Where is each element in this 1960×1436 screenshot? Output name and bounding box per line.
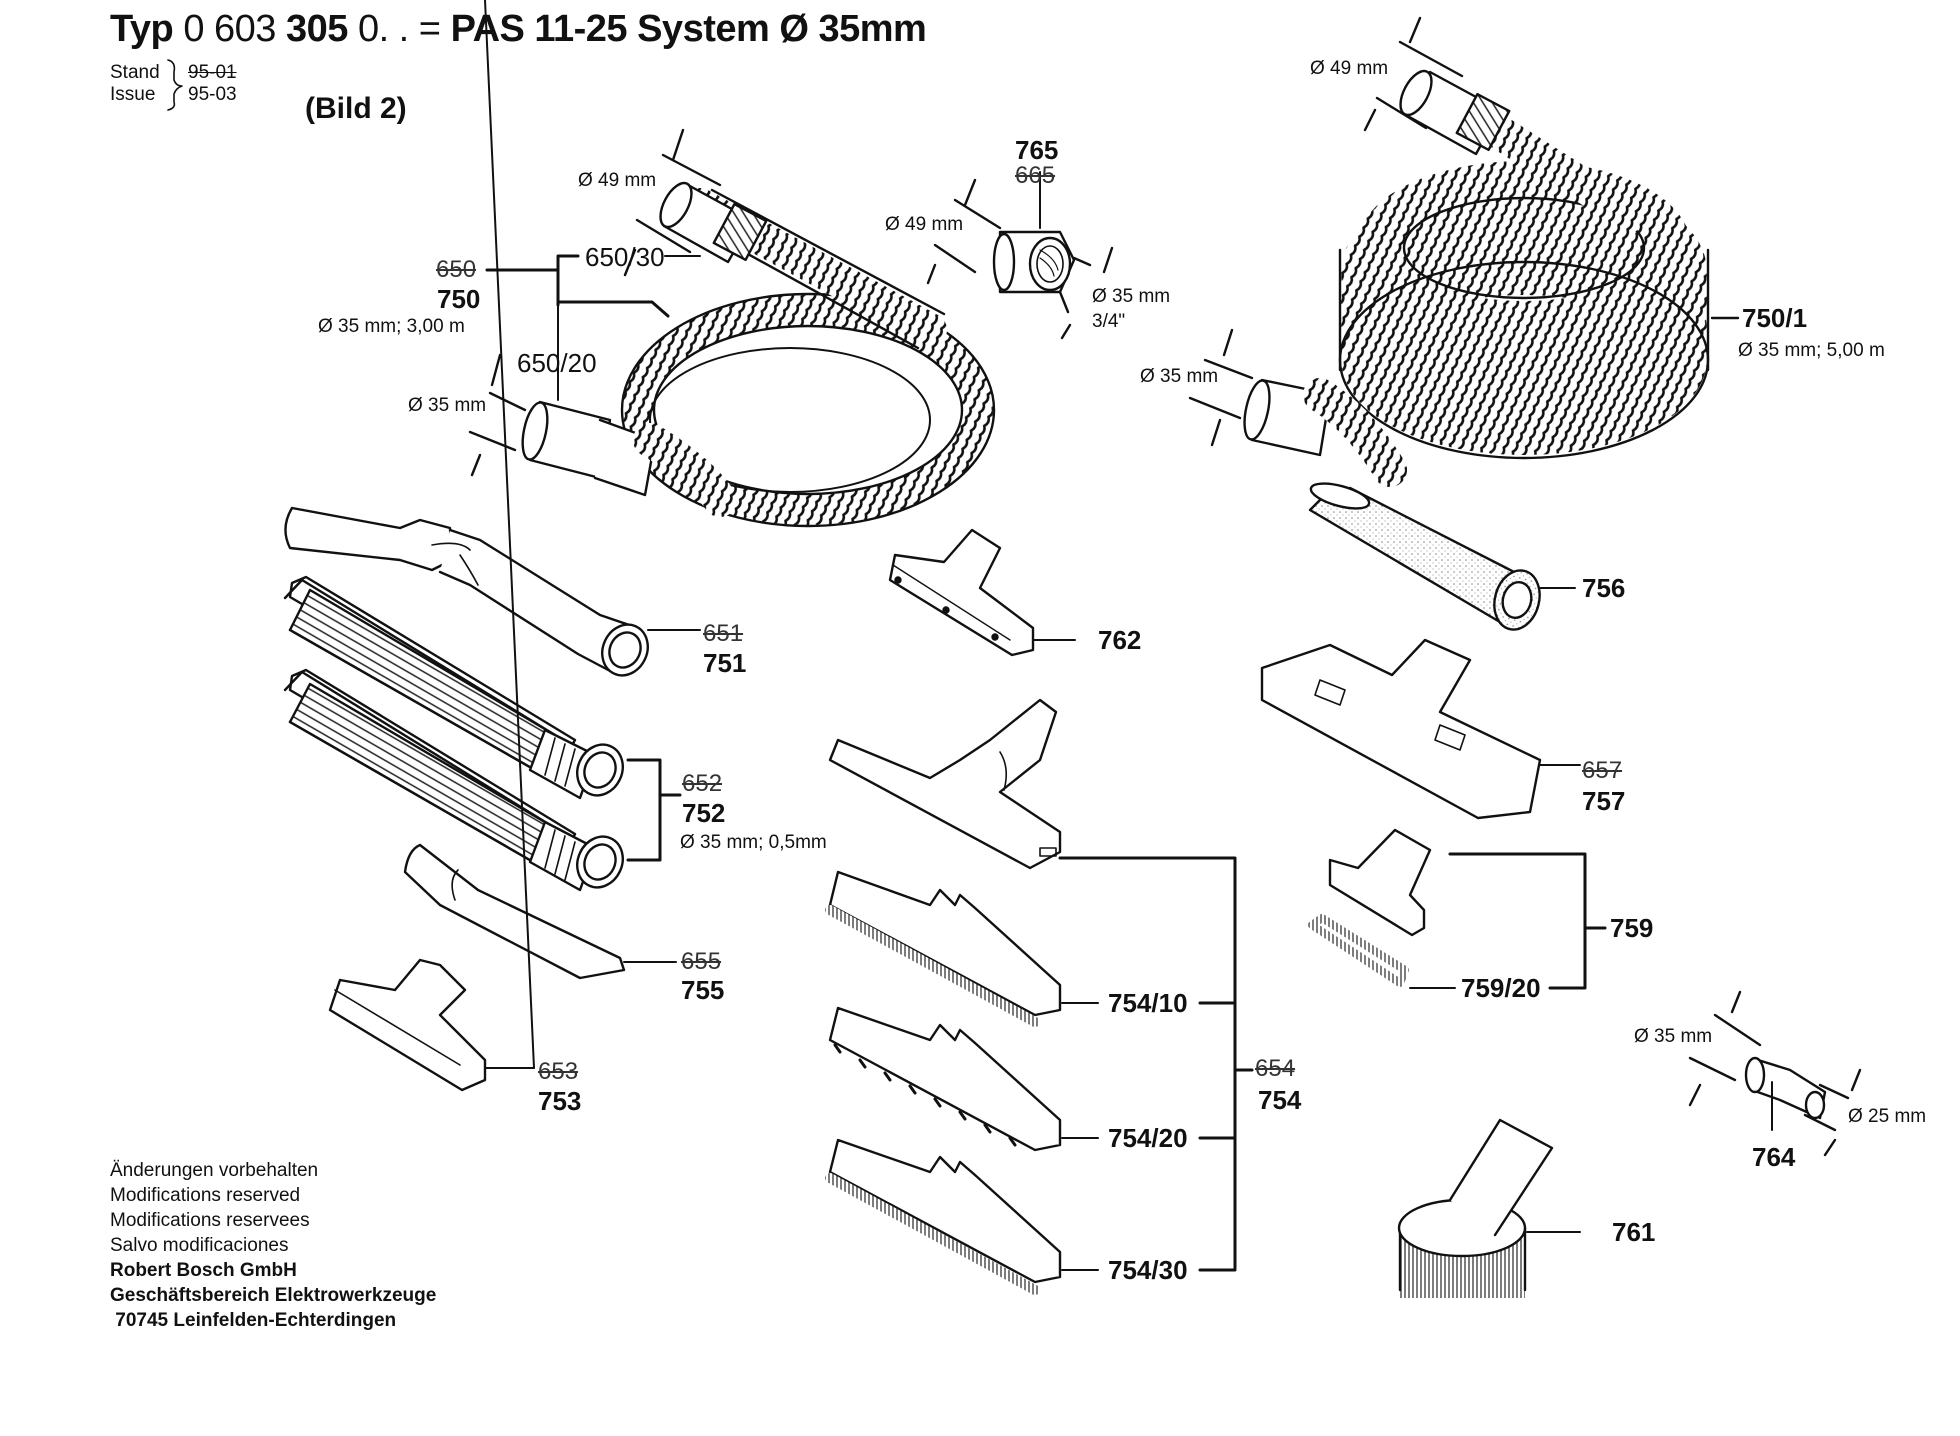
title-number-part1: 0 603 (183, 8, 276, 50)
part-754-old-number: 654 (1255, 1055, 1296, 1082)
part-759-20-number: 759/20 (1461, 973, 1541, 1003)
stand-old-date: 95-01 (188, 62, 237, 83)
crevice-nozzle-755-drawing (403, 843, 677, 980)
part-750-spec: Ø 35 mm; 3,00 m (318, 316, 465, 337)
part-756-number: 756 (1582, 573, 1626, 603)
part-752-spec: Ø 35 mm; 0,5mm (680, 832, 827, 853)
part-750-bottom-dim: Ø 35 mm (408, 395, 487, 416)
part-750-1-number: 750/1 (1742, 303, 1808, 333)
part-765-number: 765 (1015, 135, 1059, 165)
title-number-part2: 305 (285, 8, 348, 50)
footer-line-fr: Modifications reservees (110, 1210, 310, 1231)
part-754-10-number: 754/10 (1108, 988, 1188, 1018)
part-755-old-number: 655 (681, 948, 722, 975)
part-755-number: 755 (681, 975, 725, 1005)
title-typ: Typ (110, 8, 174, 50)
filter-tube-756-drawing (1308, 482, 1576, 631)
footer-division: Geschäftsbereich Elektrowerkzeuge (110, 1285, 437, 1306)
part-650-30-number: 650/30 (585, 242, 665, 272)
stand-label: Stand (110, 62, 160, 83)
part-750-1-bottom-dim: Ø 35 mm (1140, 366, 1219, 387)
footer-company: Robert Bosch GmbH (110, 1260, 297, 1281)
nozzle-762-drawing (888, 528, 1076, 657)
extension-tubes-752-drawing (283, 575, 682, 892)
part-750-1-spec: Ø 35 mm; 5,00 m (1738, 340, 1885, 361)
part-750-old-number: 650 (436, 256, 477, 283)
part-754-30-number: 754/30 (1108, 1255, 1188, 1285)
part-753-number: 753 (538, 1086, 582, 1116)
part-765-dim-large: Ø 49 mm (885, 214, 964, 235)
floor-nozzle-variant-754-20-drawing (828, 1006, 1237, 1152)
footer-address: 70745 Leinfelden-Echterdingen (110, 1310, 397, 1331)
part-650-20-number: 650/20 (517, 348, 597, 378)
footer-line-de: Änderungen vorbehalten (110, 1160, 319, 1181)
footer-line-es: Salvo modificaciones (110, 1235, 289, 1256)
part-750-top-dim: Ø 49 mm (578, 170, 657, 191)
floor-nozzle-754-drawing (828, 698, 1254, 1270)
floor-nozzle-variant-754-10-drawing (825, 870, 1237, 1027)
title-suffix: 0. . = (357, 8, 441, 50)
reducer-764-drawing (1688, 990, 1862, 1157)
part-753-old-number: 653 (538, 1058, 579, 1085)
upholstery-nozzle-753-drawing (328, 0, 535, 1092)
page-title: Typ 0 603 305 0. . = PAS 11-25 System Ø … (110, 8, 927, 51)
adapter-765-drawing (926, 171, 1114, 340)
footer: Änderungen vorbehalten Modifications res… (110, 1158, 436, 1333)
part-764-dim-large: Ø 35 mm (1634, 1026, 1713, 1047)
hose-750-1-drawing (1188, 16, 1740, 487)
floor-nozzle-variant-754-30-drawing (825, 1138, 1237, 1295)
part-764-dim-small: Ø 25 mm (1848, 1106, 1927, 1127)
part-750-number: 750 (437, 284, 481, 314)
part-757-number: 757 (1582, 786, 1626, 816)
hose-750-drawing (468, 128, 996, 528)
part-757-old-number: 657 (1582, 757, 1623, 784)
stand-issue-brace (167, 59, 183, 111)
part-765-thread: 3/4" (1092, 311, 1126, 332)
part-751-old-number: 651 (703, 620, 744, 647)
figure-label: (Bild 2) (305, 92, 407, 125)
nozzle-759-drawing (1308, 828, 1607, 990)
part-765-old-number: 665 (1015, 162, 1056, 189)
part-754-number: 754 (1258, 1085, 1302, 1115)
part-765-dim-small: Ø 35 mm (1092, 286, 1171, 307)
issue-date: 95-03 (188, 84, 237, 105)
part-751-number: 751 (703, 648, 747, 678)
round-brush-761-drawing (1397, 1118, 1581, 1298)
hose-750-callout-lines (485, 254, 701, 401)
part-762-number: 762 (1098, 625, 1142, 655)
title-model: PAS 11-25 System Ø 35mm (450, 8, 927, 50)
bent-tube-751-drawing (284, 506, 701, 677)
part-761-number: 761 (1612, 1217, 1656, 1247)
part-754-20-number: 754/20 (1108, 1123, 1188, 1153)
part-750-1-top-dim: Ø 49 mm (1310, 58, 1389, 79)
issue-label: Issue (110, 84, 156, 105)
part-752-old-number: 652 (682, 770, 723, 797)
floor-nozzle-757-drawing (1260, 638, 1581, 820)
footer-line-en: Modifications reserved (110, 1185, 301, 1206)
part-752-number: 752 (682, 798, 726, 828)
part-764-number: 764 (1752, 1142, 1796, 1172)
part-759-number: 759 (1610, 913, 1654, 943)
